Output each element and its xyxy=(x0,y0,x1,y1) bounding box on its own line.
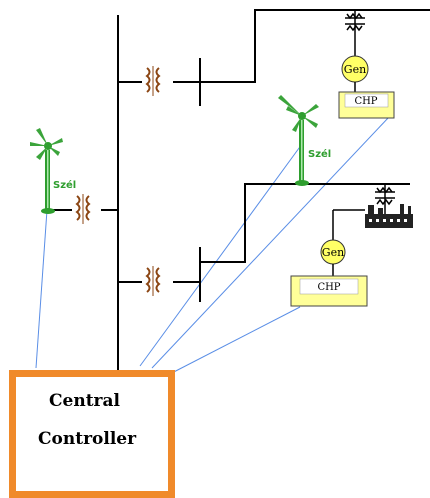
transformer-icon xyxy=(145,66,161,96)
signal-line-bottom-chp xyxy=(165,306,301,377)
transformer-icon xyxy=(145,266,161,296)
controller-label-line1: Central xyxy=(49,391,120,411)
central-controller-box: Central Controller xyxy=(9,370,175,498)
wind-label-right: Szél xyxy=(308,148,331,160)
generator-transformer-icon xyxy=(375,184,395,215)
control-signal-lines xyxy=(35,116,390,377)
wind-turbine-right-icon xyxy=(278,95,319,186)
controller-label-line2: Controller xyxy=(38,429,137,449)
signal-line-left-wind xyxy=(35,209,48,369)
wind-label-left: Szél xyxy=(53,179,76,191)
wind-turbine-left-icon xyxy=(30,128,63,214)
signal-line-top-chp xyxy=(151,116,390,369)
generator-bottom-label: Gen xyxy=(322,246,344,259)
lower-branch xyxy=(118,183,410,302)
chp-bottom-label: CHP xyxy=(317,282,340,293)
factory-icon xyxy=(365,204,413,228)
generator-transformer-icon xyxy=(345,10,365,40)
upper-branch xyxy=(118,9,430,106)
generator-top-label: Gen xyxy=(344,63,366,76)
transformer-icon xyxy=(75,194,91,224)
signal-line-right-wind xyxy=(139,143,303,367)
chp-top-label: CHP xyxy=(354,96,377,107)
